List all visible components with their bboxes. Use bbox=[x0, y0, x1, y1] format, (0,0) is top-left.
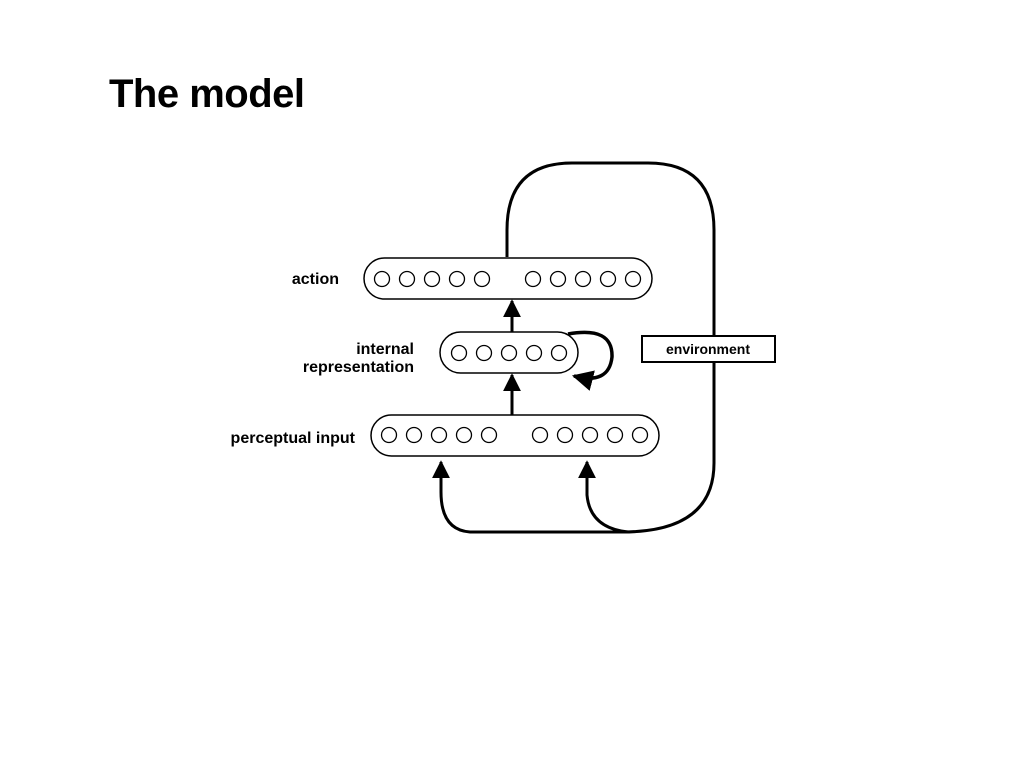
internal-label-line1: internal bbox=[356, 341, 414, 358]
action-layer-box bbox=[363, 257, 653, 300]
perceptual-unit bbox=[606, 426, 624, 444]
internal-units bbox=[450, 344, 568, 362]
environment-loop-path bbox=[505, 161, 716, 534]
action-unit bbox=[624, 270, 642, 288]
internal-label-line2: representation bbox=[303, 359, 414, 376]
action-unit bbox=[398, 270, 416, 288]
env-to-perceptual-left-path bbox=[432, 460, 622, 534]
internal-unit bbox=[550, 344, 568, 362]
perceptual-unit bbox=[631, 426, 649, 444]
action-unit bbox=[599, 270, 617, 288]
perceptual-unit bbox=[380, 426, 398, 444]
perceptual-unit bbox=[480, 426, 498, 444]
action-unit bbox=[423, 270, 441, 288]
action-unit bbox=[549, 270, 567, 288]
perceptual-unit bbox=[405, 426, 423, 444]
internal-unit bbox=[500, 344, 518, 362]
perceptual-unit bbox=[556, 426, 574, 444]
environment-box bbox=[641, 335, 776, 363]
perceptual-unit bbox=[455, 426, 473, 444]
perceptual-unit bbox=[581, 426, 599, 444]
action-unit bbox=[473, 270, 491, 288]
action-layer: action bbox=[292, 257, 653, 300]
internal-unit bbox=[475, 344, 493, 362]
perceptual-layer: perceptual input bbox=[231, 414, 660, 457]
action-units bbox=[373, 270, 642, 288]
environment-label: environment bbox=[666, 341, 750, 357]
env-to-perceptual-right-path bbox=[578, 460, 629, 534]
action-unit bbox=[448, 270, 466, 288]
perceptual-label: perceptual input bbox=[231, 430, 356, 447]
perceptual-units bbox=[380, 426, 649, 444]
slide-title: The model bbox=[109, 72, 305, 116]
recurrent-loop-arrow bbox=[567, 330, 614, 391]
action-unit bbox=[574, 270, 592, 288]
perceptual-layer-box bbox=[370, 414, 660, 457]
internal-unit bbox=[450, 344, 468, 362]
perceptual-unit bbox=[430, 426, 448, 444]
perceptual-unit bbox=[531, 426, 549, 444]
action-label: action bbox=[292, 271, 339, 288]
action-unit bbox=[373, 270, 391, 288]
action-unit bbox=[524, 270, 542, 288]
internal-unit bbox=[525, 344, 543, 362]
internal-layer: internal representation bbox=[303, 331, 579, 376]
